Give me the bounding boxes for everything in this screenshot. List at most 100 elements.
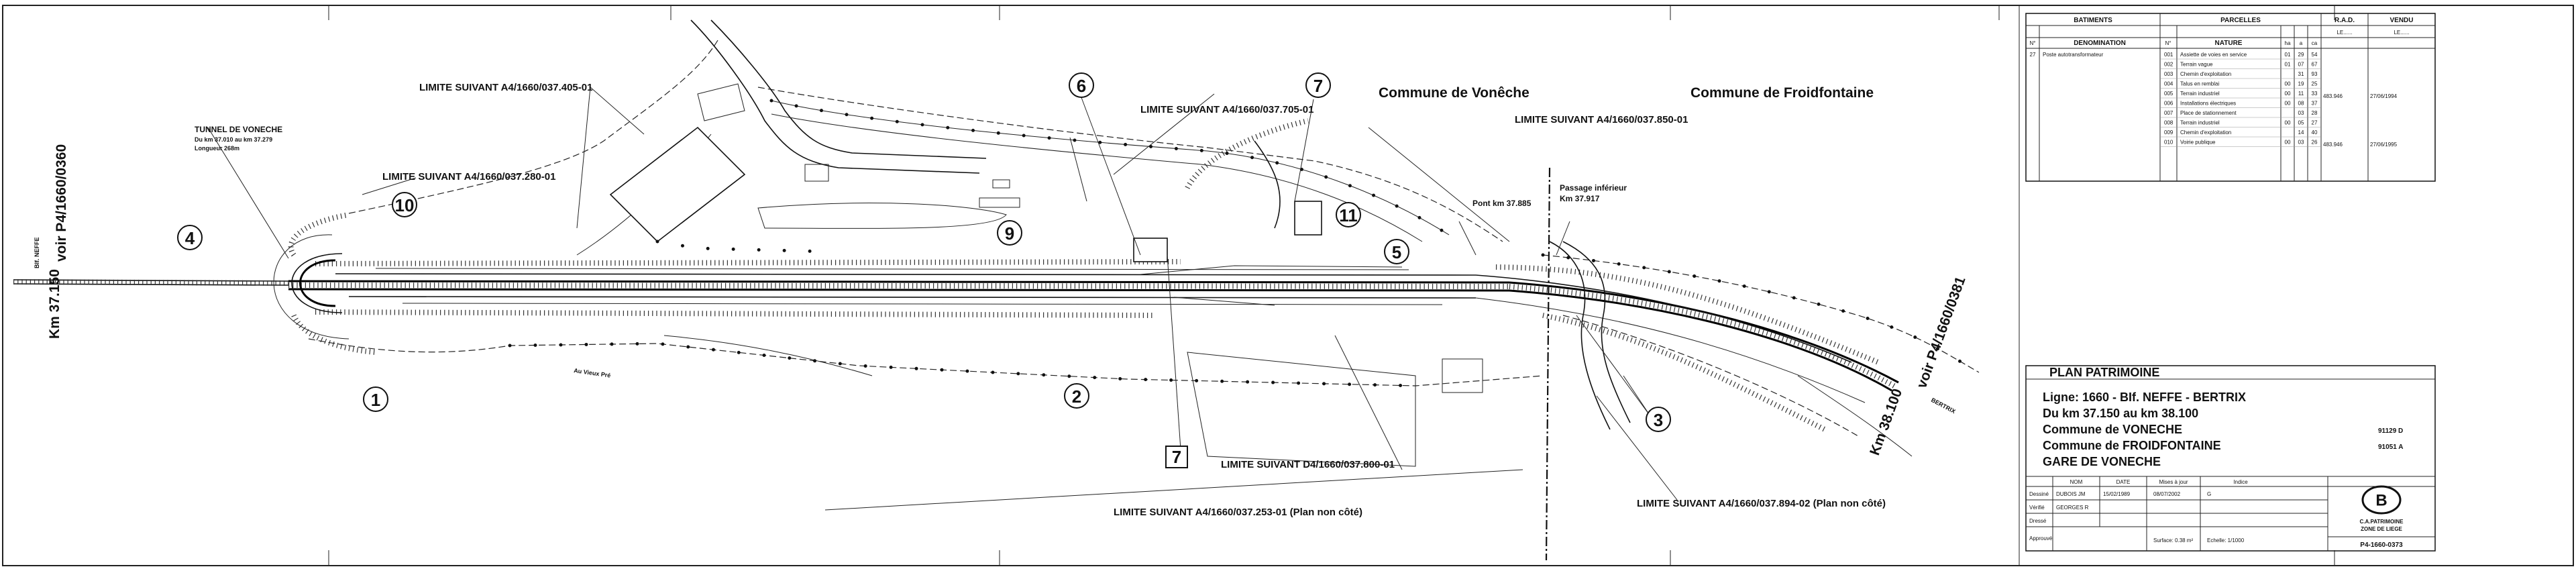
tunnel-title: TUNNEL DE VONECHE: [195, 125, 282, 134]
marker-4-label: 4: [185, 228, 195, 248]
parcel-cell-nature: Talus en remblai: [2180, 81, 2219, 87]
parcel-cell-ca: 40: [2312, 129, 2318, 136]
rad-value-2: 483.946: [2323, 142, 2343, 148]
col-denomination: DENOMINATION: [2074, 40, 2126, 47]
limit-label-7: LIMITE SUIVANT A4/1660/037.894-02 (Plan …: [1637, 498, 1886, 509]
col-nature: NATURE: [2215, 40, 2243, 47]
maj-date: 08/07/2002: [2153, 491, 2181, 497]
marker-5: [1384, 239, 1409, 264]
title-line-5: GARE DE VONECHE: [2043, 455, 2161, 468]
plan-number: P4-1660-0373: [2360, 541, 2403, 549]
parcel-cell-nature: Terrain vague: [2180, 62, 2213, 68]
marker-10: [392, 192, 417, 217]
embankments: [288, 118, 1913, 457]
marker-3-label: 3: [1654, 410, 1663, 430]
passage-label: Passage inférieur: [1560, 183, 1627, 193]
commune-right: Commune de Froidfontaine: [1690, 85, 1874, 101]
marker-1-label: 1: [371, 390, 380, 410]
marker-6: [1069, 72, 1094, 98]
roads: [576, 19, 1631, 430]
marker-4: [177, 225, 203, 250]
row-approuve: Approuvé: [2029, 535, 2053, 541]
parcel-cell-a: 31: [2298, 71, 2304, 77]
col-vendu: VENDU: [2390, 17, 2413, 24]
parcel-cell-no: 001: [2164, 52, 2174, 58]
limit-label-3: LIMITE SUIVANT A4/1660/037.850-01: [1515, 114, 1688, 125]
plan-labels: Km 37.150 voir P4/1660/0360 BIf. NEFFE v…: [34, 82, 1969, 518]
parcel-cell-no: 008: [2164, 120, 2174, 126]
parcel-cell-ca: 28: [2312, 110, 2318, 116]
code-2: 91051 A: [2378, 444, 2403, 451]
parcel-cell-a: 11: [2298, 91, 2304, 97]
parcel-cell-ha: 00: [2285, 140, 2291, 146]
marker-11: [1336, 202, 1361, 227]
passage-km-label: Km 37.917: [1560, 194, 1600, 203]
marker-7-square: [1165, 446, 1188, 468]
marker-1: [363, 386, 388, 412]
parcel-cell-ca: 25: [2312, 81, 2318, 87]
limit-label-6: LIMITE SUIVANT A4/1660/037.253-01 (Plan …: [1114, 507, 1362, 518]
parcel-cell-no: 002: [2164, 62, 2174, 68]
col-le-1: LE......: [2337, 30, 2352, 36]
name-verifie: GEORGES R: [2056, 505, 2089, 511]
railway-logo: [2361, 485, 2402, 515]
col-no-bat: N°: [2030, 40, 2036, 46]
parcel-cell-ha: 00: [2285, 101, 2291, 107]
parcels-table: BATIMENTS PARCELLES R.A.D. VENDU N° DENO…: [2025, 13, 2436, 182]
limit-label-2: LIMITE SUIVANT A4/1660/037.705-01: [1140, 104, 1313, 115]
col-rad: R.A.D.: [2334, 17, 2355, 24]
tunnel-km: Du km 37.010 au km 37.279: [195, 136, 272, 143]
parcel-cell-ca: 54: [2312, 52, 2318, 58]
vendu-date-1: 27/06/1994: [2370, 93, 2398, 99]
date-dessine: 15/02/1989: [2103, 491, 2131, 497]
number-markers: 1 2 3 4 5 6 7 7 9 10 11: [177, 72, 1671, 468]
limit-label-1: LIMITE SUIVANT A4/1660/037.405-01: [419, 82, 592, 93]
title-line-2: Du km 37.150 au km 38.100: [2043, 407, 2198, 420]
code-1: 91129 D: [2378, 427, 2403, 435]
parcel-cell-nature: Chemin d'exploitation: [2180, 129, 2231, 136]
parcel-cell-no: 005: [2164, 91, 2174, 97]
parcel-cell-no: 004: [2164, 81, 2174, 87]
parcel-cell-a: 08: [2298, 101, 2304, 107]
indice-value: G: [2207, 491, 2211, 497]
row-verifie: Vérifié: [2029, 505, 2045, 511]
parcel-cell-nature: Place de stationnement: [2180, 110, 2237, 116]
col-ca: ca: [2312, 40, 2318, 46]
parcel-cell-a: 29: [2298, 52, 2304, 58]
sheet-border: [2, 5, 2574, 566]
parcel-cell-a: 19: [2298, 81, 2304, 87]
vendu-date-2: 27/06/1995: [2370, 142, 2398, 148]
limit-label-4: LIMITE SUIVANT A4/1660/037.280-01: [382, 171, 555, 183]
plan-heading: PLAN PATRIMOINE: [2049, 366, 2159, 379]
parcel-cell-a: 05: [2298, 120, 2304, 126]
echelle: Echelle: 1/1000: [2207, 537, 2245, 543]
parcel-cell-ca: 37: [2312, 101, 2318, 107]
marker-6-label: 6: [1077, 76, 1086, 96]
railway-tracks: [13, 265, 1899, 403]
marker-9-label: 9: [1005, 223, 1014, 244]
title-line-3: Commune de VONECHE: [2043, 423, 2182, 436]
marker-7-top-label: 7: [1313, 76, 1323, 96]
substation-building: [1133, 238, 1168, 262]
parcel-cell-a: 03: [2298, 140, 2304, 146]
boundary-markers: [508, 99, 1981, 388]
parcel-cell-nature: Terrain industriel: [2180, 120, 2220, 126]
tunnel-length: Longueur 268m: [195, 145, 239, 152]
row-dessine: Dessiné: [2029, 491, 2049, 497]
title-block: PLAN PATRIMOINE Ligne: 1660 - BIf. NEFFE…: [2025, 365, 2436, 552]
km-start-label: Km 37.150: [47, 269, 62, 339]
title-line-4: Commune de FROIDFONTAINE: [2043, 439, 2221, 452]
parcel-cell-a: 14: [2298, 129, 2304, 136]
parcel-cell-ca: 93: [2312, 71, 2318, 77]
parcel-cell-nature: Installations électriques: [2180, 101, 2236, 107]
commune-boundary: [1545, 167, 1551, 561]
leader-lines: [207, 87, 1678, 511]
road-label: Au Vieux Pré: [574, 367, 611, 379]
parcel-cell-nature: Chemin d'exploitation: [2180, 71, 2231, 77]
col-ha: ha: [2285, 40, 2291, 46]
col-a: a: [2300, 40, 2303, 46]
col-no-parcel: N°: [2165, 40, 2171, 46]
parcel-cell-no: 010: [2164, 140, 2174, 146]
ref-right-label: voir P4/1660/0381: [1914, 274, 1969, 391]
